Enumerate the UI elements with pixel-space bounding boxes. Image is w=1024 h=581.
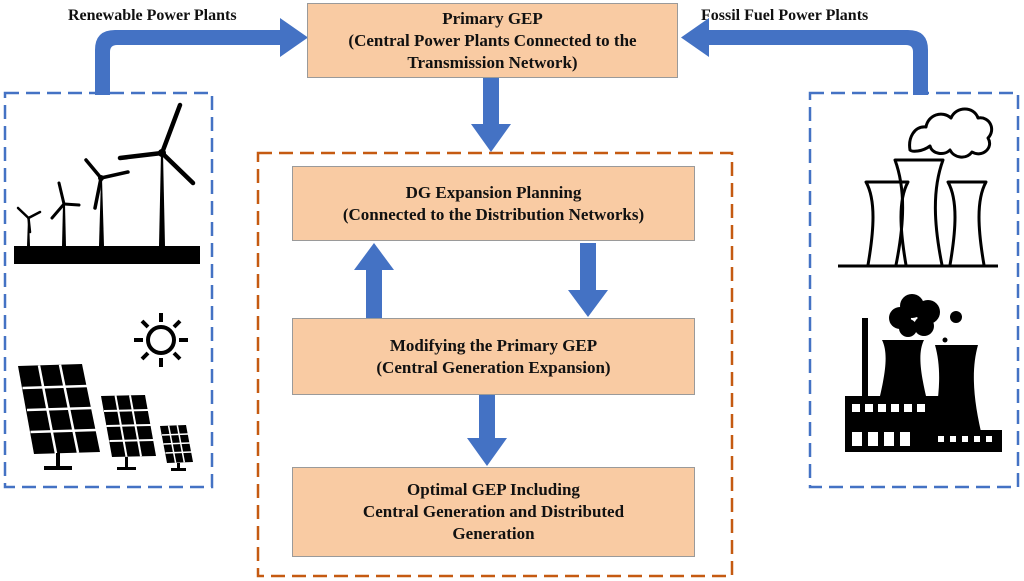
dg-expansion-line-1: DG Expansion Planning [405, 182, 582, 202]
fossil-to-primary-arrow [681, 18, 928, 95]
primary-gep-box: Primary GEP (Central Power Plants Connec… [307, 3, 678, 78]
modifying-gep-line-1: Modifying the Primary GEP [389, 335, 598, 355]
primary-gep-line-2: (Central Power Plants Connected to the [348, 30, 637, 50]
optimal-gep-line-2: Central Generation and Distributed [362, 502, 625, 521]
optimal-gep-line-3: Generation [452, 524, 535, 543]
fossil-fuel-power-plants-label: Fossil Fuel Power Plants [701, 7, 869, 24]
modifying-gep-line-2: (Central Generation Expansion) [376, 357, 611, 377]
primary-gep-line-1: Primary GEP [442, 8, 543, 28]
optimal-gep-box: Optimal GEP Including Central Generation… [292, 467, 695, 557]
sun-icon [134, 313, 188, 367]
modifying-to-optimal-arrow [467, 395, 507, 466]
primary-gep-line-3: Transmission Network) [407, 52, 578, 72]
cooling-tower-icon [838, 107, 998, 268]
modifying-to-dg-arrow [354, 243, 394, 318]
primary-to-dg-arrow [471, 78, 511, 152]
fossil-plants-container [808, 91, 1020, 489]
optimal-gep-line-1: Optimal GEP Including [407, 480, 580, 499]
renewable-plants-container [3, 91, 214, 489]
wind-turbines-icon [14, 102, 200, 264]
renewable-to-primary-arrow [95, 18, 308, 95]
renewable-power-plants-label: Renewable Power Plants [68, 7, 237, 24]
dg-expansion-line-2: (Connected to the Distribution Networks) [342, 204, 645, 224]
factory-icon [845, 294, 1002, 452]
solar-panels-icon [18, 364, 193, 471]
distribution-planning-container [256, 151, 734, 578]
modifying-gep-box: Modifying the Primary GEP (Central Gener… [292, 318, 695, 395]
dg-to-modifying-arrow [568, 243, 608, 317]
dg-expansion-box: DG Expansion Planning (Connected to the … [292, 166, 695, 241]
